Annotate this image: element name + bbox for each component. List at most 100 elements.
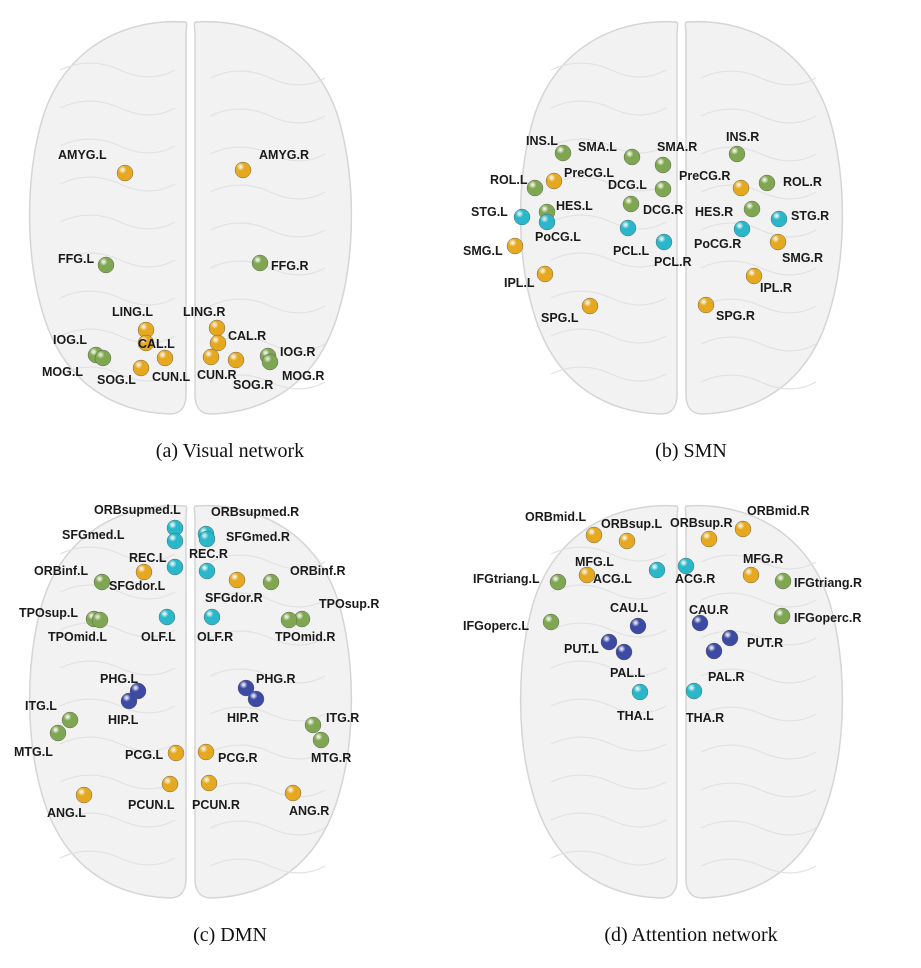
node-label: TPOsup.L bbox=[19, 606, 78, 620]
node-pocg-r bbox=[733, 220, 751, 238]
node-label: IFGtriang.L bbox=[473, 572, 540, 586]
node-precg-r bbox=[732, 179, 750, 197]
node-rec-l bbox=[166, 558, 184, 576]
node-label: ANG.L bbox=[47, 806, 86, 820]
node-label: AMYG.L bbox=[58, 148, 107, 162]
node-label: HES.R bbox=[695, 205, 733, 219]
node-orbmid-l bbox=[585, 526, 603, 544]
node-sfgdor-r bbox=[228, 571, 246, 589]
node-spg-r bbox=[697, 296, 715, 314]
node-label: ACG.L bbox=[593, 572, 632, 586]
node-pcl-l bbox=[619, 219, 637, 237]
node-label: PHG.R bbox=[256, 672, 296, 686]
node-label: SMG.L bbox=[463, 244, 503, 258]
node-label: CAL.L bbox=[138, 337, 175, 351]
node-tpomid-l bbox=[91, 611, 109, 629]
node-label: HIP.R bbox=[227, 711, 259, 725]
node-cun-r bbox=[202, 348, 220, 366]
node-orbsup-r bbox=[700, 530, 718, 548]
node-label: ORBinf.R bbox=[290, 564, 346, 578]
node-ifgtriang-l bbox=[549, 573, 567, 591]
node-label: IPL.R bbox=[760, 281, 792, 295]
node-label: PUT.L bbox=[564, 642, 599, 656]
node-olf-l bbox=[158, 608, 176, 626]
node-ipl-r bbox=[745, 267, 763, 285]
node-label: CAL.R bbox=[228, 329, 266, 343]
node-orbinf-r bbox=[262, 573, 280, 591]
node-spg-l bbox=[581, 297, 599, 315]
node-sfgdor-l bbox=[135, 563, 153, 581]
node-ifgoperc-r bbox=[773, 607, 791, 625]
node-rec-r bbox=[198, 562, 216, 580]
node-ipl-l bbox=[536, 265, 554, 283]
node-acg-r bbox=[677, 557, 695, 575]
node-label: MFG.R bbox=[743, 552, 783, 566]
node-tha-l bbox=[631, 683, 649, 701]
node-mog-l bbox=[94, 349, 112, 367]
node-itg-r bbox=[304, 716, 322, 734]
node-label: DCG.R bbox=[643, 203, 683, 217]
node-smg-l bbox=[506, 237, 524, 255]
node-pcg-r bbox=[197, 743, 215, 761]
gyri-texture bbox=[59, 546, 326, 874]
node-label: ACG.R bbox=[675, 572, 715, 586]
node-label: TPOmid.L bbox=[48, 630, 107, 644]
node-label: PHG.L bbox=[100, 672, 139, 686]
node-label: ORBsup.R bbox=[670, 516, 733, 530]
node-label: THA.L bbox=[617, 709, 654, 723]
node-put-l bbox=[600, 633, 618, 651]
node-label: FFG.L bbox=[58, 252, 94, 266]
node-pcg-l bbox=[167, 744, 185, 762]
node-label: LING.R bbox=[183, 305, 225, 319]
node-label: SMA.R bbox=[657, 140, 697, 154]
node-mtg-r bbox=[312, 731, 330, 749]
node-label: SFGdor.R bbox=[205, 591, 263, 605]
node-mfg-l bbox=[578, 566, 596, 584]
node-label: PAL.L bbox=[610, 666, 646, 680]
node-label: SPG.L bbox=[541, 311, 579, 325]
node-cun-l bbox=[156, 349, 174, 367]
caption-dmn: (c) DMN bbox=[193, 924, 267, 946]
node-label: STG.L bbox=[471, 205, 508, 219]
node-label: MTG.R bbox=[311, 751, 351, 765]
node-label: IOG.L bbox=[53, 333, 87, 347]
node-label: PCUN.L bbox=[128, 798, 175, 812]
node-orbsup-l bbox=[618, 532, 636, 550]
node-itg-l bbox=[61, 711, 79, 729]
node-label: IFGoperc.L bbox=[463, 619, 529, 633]
node-label: INS.L bbox=[526, 134, 558, 148]
node-label: HIP.L bbox=[108, 713, 139, 727]
node-rol-l bbox=[526, 179, 544, 197]
node-tpomid-r bbox=[280, 611, 298, 629]
node-label: PCL.R bbox=[654, 255, 692, 269]
gyri-texture bbox=[550, 62, 817, 390]
right-hemisphere bbox=[684, 20, 844, 415]
caption-smn: (b) SMN bbox=[655, 440, 727, 462]
node-label: OLF.L bbox=[141, 630, 176, 644]
node-sog-r bbox=[227, 351, 245, 369]
node-smg-r bbox=[769, 233, 787, 251]
node-sfgmed-r bbox=[198, 530, 216, 548]
node-label: SMG.R bbox=[782, 251, 823, 265]
node-stg-l bbox=[513, 208, 531, 226]
node-dcg-l bbox=[622, 195, 640, 213]
node-cal-l bbox=[137, 334, 155, 352]
node-pal-r bbox=[705, 642, 723, 660]
node-ang-r bbox=[284, 784, 302, 802]
node-label: ANG.R bbox=[289, 804, 329, 818]
node-put-r bbox=[721, 629, 739, 647]
gyri-texture bbox=[59, 62, 326, 390]
right-hemisphere bbox=[193, 504, 353, 899]
node-label: ORBsupmed.L bbox=[94, 503, 181, 517]
node-label: FFG.R bbox=[271, 259, 309, 273]
node-label: ORBmid.L bbox=[525, 510, 586, 524]
node-label: AMYG.R bbox=[259, 148, 309, 162]
node-label: ITG.L bbox=[25, 699, 57, 713]
node-dcg-r bbox=[654, 180, 672, 198]
node-ling-r bbox=[208, 319, 226, 337]
node-precg-l bbox=[545, 172, 563, 190]
node-mog-r bbox=[261, 353, 279, 371]
